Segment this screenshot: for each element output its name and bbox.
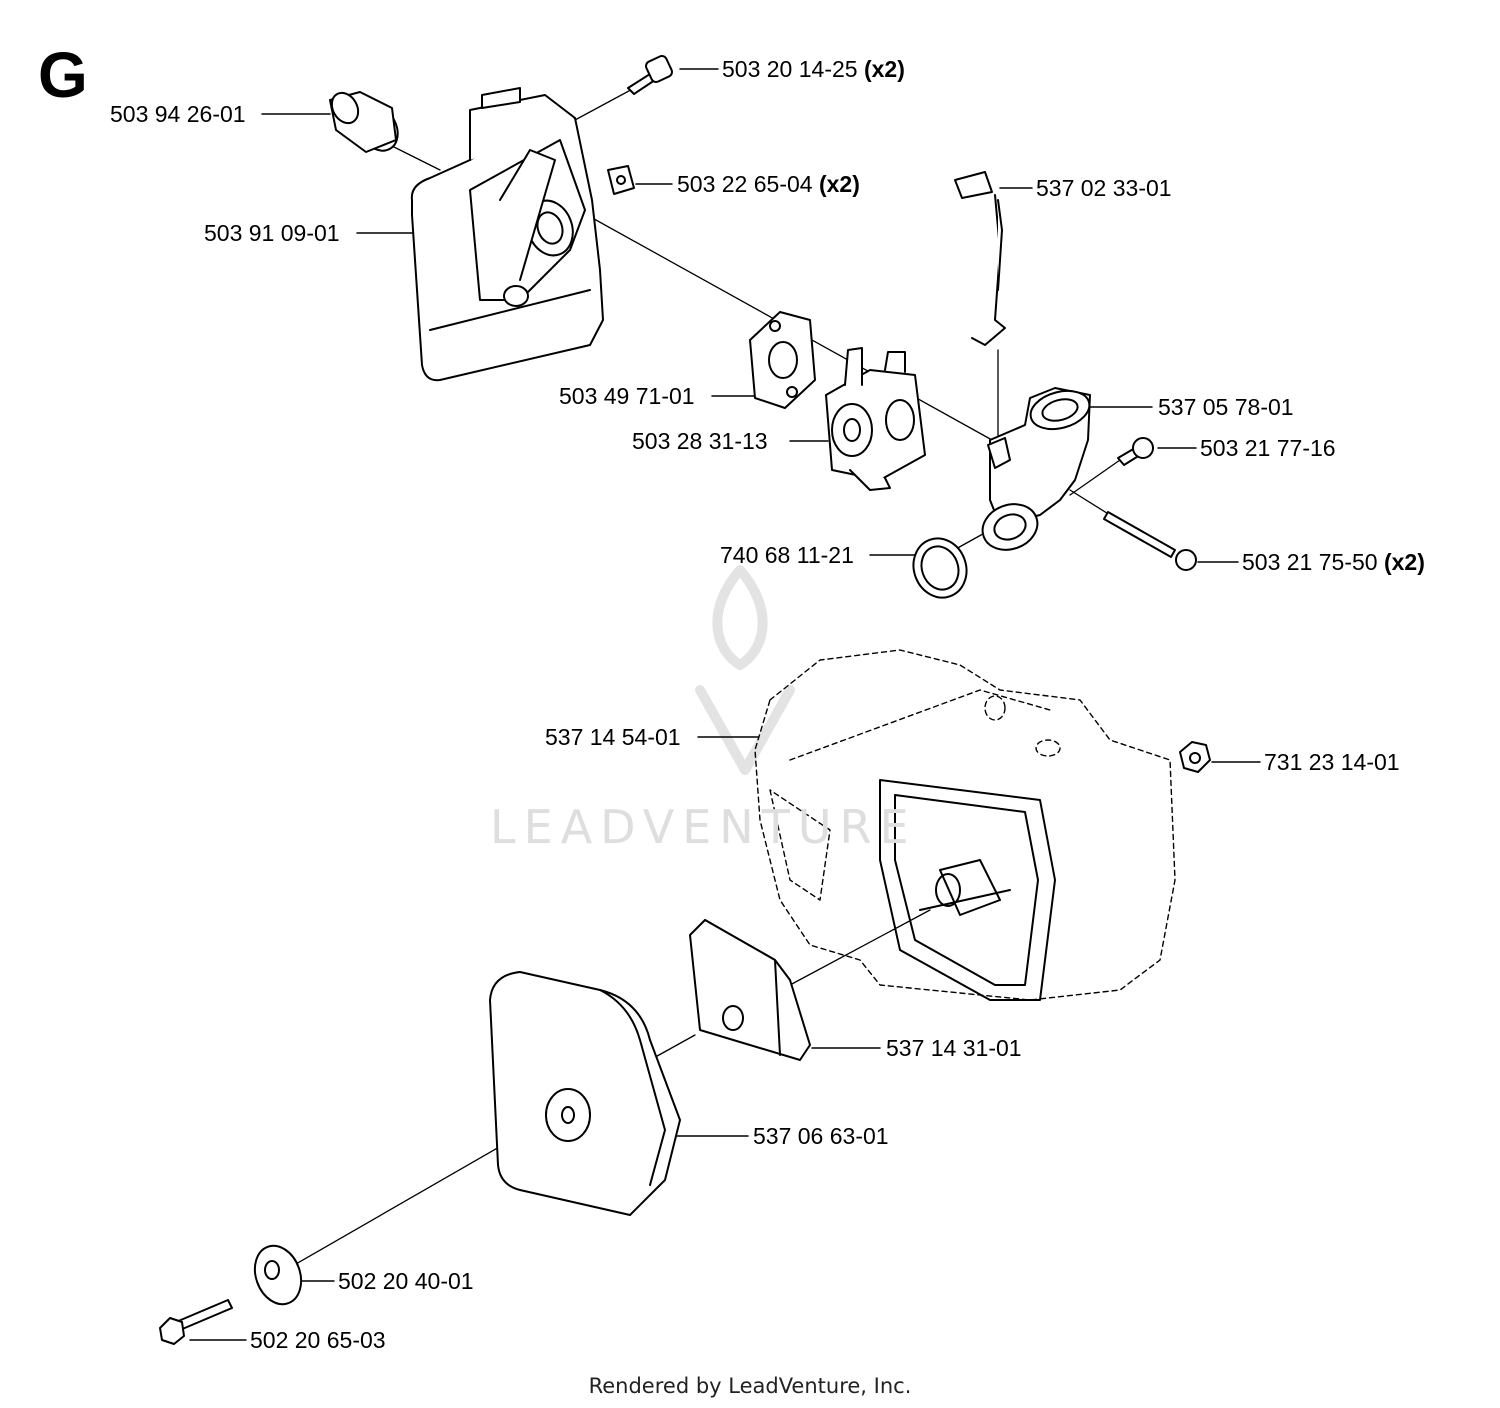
part-number: 502 20 40-01 [338, 1268, 474, 1294]
carburetor-part [825, 347, 926, 491]
part-number: 503 28 31-13 [632, 428, 768, 454]
part-number: 503 20 14-25 [722, 56, 858, 82]
cylinder-intake-opening [879, 779, 1056, 1001]
bolt-part [159, 1299, 233, 1345]
watermark-logo-icon [695, 565, 795, 775]
part-label-p10[interactable]: 740 68 11-21 [720, 542, 854, 568]
part-label-p8[interactable]: 503 28 31-13 [632, 428, 768, 454]
part-number: 740 68 11-21 [720, 542, 854, 568]
part-qty: (x2) [818, 171, 860, 197]
part-number: 503 21 77-16 [1200, 435, 1336, 461]
part-label-p5[interactable]: 537 02 33-01 [1036, 175, 1172, 201]
footer-credit: Rendered by LeadVenture, Inc. [588, 1374, 912, 1398]
part-label-p3[interactable]: 503 22 65-04 (x2) [677, 171, 860, 197]
part-label-p6[interactable]: 503 49 71-01 [559, 383, 695, 409]
intake-boot-part [329, 91, 399, 153]
part-label-p7[interactable]: 537 05 78-01 [1158, 394, 1294, 420]
screw-part [627, 55, 673, 95]
part-number: 503 94 26-01 [110, 101, 246, 127]
part-number: 503 22 65-04 [677, 171, 813, 197]
part-number: 537 02 33-01 [1036, 175, 1172, 201]
part-number: 502 20 65-03 [250, 1327, 386, 1353]
part-label-p2[interactable]: 503 20 14-25 (x2) [722, 56, 905, 82]
part-label-p15[interactable]: 537 06 63-01 [753, 1123, 889, 1149]
hex-nut-part [1179, 741, 1211, 773]
part-label-p4[interactable]: 503 91 09-01 [204, 220, 340, 246]
filter-cover-part [489, 971, 681, 1216]
filter-element-part [689, 919, 811, 1061]
choke-lever-part [954, 171, 1006, 346]
part-label-p11[interactable]: 503 21 75-50 (x2) [1242, 549, 1425, 575]
part-number: 503 49 71-01 [559, 383, 695, 409]
part-label-p1[interactable]: 503 94 26-01 [110, 101, 246, 127]
section-letter: G [38, 39, 88, 111]
long-screw-part [1103, 511, 1197, 571]
part-number: 537 14 31-01 [886, 1035, 1022, 1061]
screw-small-part [1117, 437, 1154, 466]
part-label-p14[interactable]: 537 14 31-01 [886, 1035, 1022, 1061]
part-number: 537 14 54-01 [545, 724, 681, 750]
intake-adapter-part [981, 387, 1091, 551]
part-qty: (x2) [1383, 549, 1425, 575]
part-label-p16[interactable]: 502 20 40-01 [338, 1268, 474, 1294]
part-label-p13[interactable]: 731 23 14-01 [1264, 749, 1400, 775]
watermark-text: LEADVENTURE [490, 800, 917, 854]
part-label-p9[interactable]: 503 21 77-16 [1200, 435, 1336, 461]
part-number: 537 06 63-01 [753, 1123, 889, 1149]
nut-clip-part [607, 165, 635, 195]
part-number: 503 21 75-50 [1242, 549, 1378, 575]
part-number: 537 05 78-01 [1158, 394, 1294, 420]
part-number: 503 91 09-01 [204, 220, 340, 246]
knob-part [253, 1244, 303, 1306]
part-qty: (x2) [863, 56, 905, 82]
gasket-part [749, 311, 816, 409]
part-label-p12[interactable]: 537 14 54-01 [545, 724, 681, 750]
cylinder-housing-part [754, 649, 1176, 1001]
part-label-p17[interactable]: 502 20 65-03 [250, 1327, 386, 1353]
leader-lines [189, 68, 1261, 1341]
seal-ring-part [912, 537, 968, 599]
filter-housing-part [410, 87, 604, 382]
part-number: 731 23 14-01 [1264, 749, 1400, 775]
